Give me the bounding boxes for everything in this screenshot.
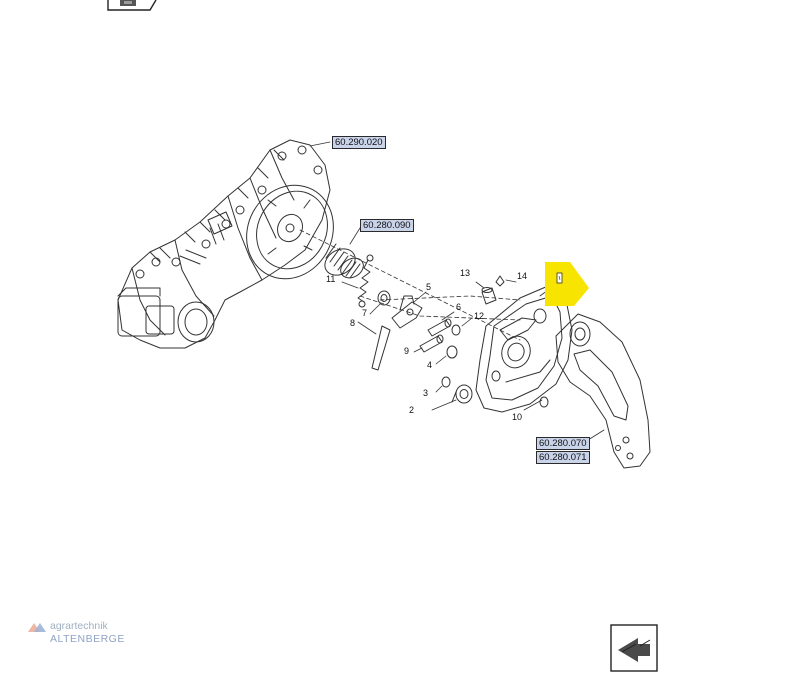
- circlip: [539, 396, 549, 408]
- reference-label[interactable]: 60.280.071: [536, 451, 590, 464]
- compression-spring: [324, 243, 364, 279]
- watermark-text: ALTENBERGE: [50, 633, 125, 645]
- callout-number: 2: [409, 405, 415, 415]
- callout-number: 7: [362, 308, 368, 318]
- circlip: [441, 376, 451, 388]
- gearbox-housing: [117, 139, 334, 349]
- screw: [495, 275, 505, 287]
- washer: [446, 345, 458, 359]
- highlight-marker-icon[interactable]: [545, 262, 589, 306]
- callout-number: 10: [512, 412, 523, 422]
- circlip: [451, 324, 461, 336]
- callout-number: 3: [423, 388, 429, 398]
- callout-number: 6: [456, 302, 462, 312]
- callout-number: 8: [350, 318, 356, 328]
- logo-icon: [28, 623, 46, 632]
- reference-label[interactable]: 60.290.020: [332, 136, 386, 149]
- callout-number: 13: [460, 268, 471, 278]
- dowel-pin: [481, 287, 497, 305]
- watermark-text: agrartechnik: [50, 620, 108, 632]
- lever: [371, 295, 423, 371]
- watermark-logo: agrartechnik ALTENBERGE: [26, 620, 136, 650]
- back-arrow-icon[interactable]: [610, 624, 658, 672]
- callout-number: 12: [474, 311, 485, 321]
- reference-label[interactable]: 60.280.070: [536, 437, 590, 450]
- callout-number: 11: [326, 274, 336, 284]
- callout-number: 4: [427, 360, 433, 370]
- pin: [419, 318, 452, 353]
- callout-number: 9: [404, 346, 410, 356]
- parts-catalog-icon[interactable]: [104, 0, 160, 14]
- callout-number: 14: [517, 271, 528, 281]
- roller: [451, 384, 473, 404]
- callout-number: 5: [426, 282, 432, 292]
- reference-label[interactable]: 60.280.090: [360, 219, 414, 232]
- bracket: [555, 313, 651, 469]
- bushing: [377, 290, 391, 306]
